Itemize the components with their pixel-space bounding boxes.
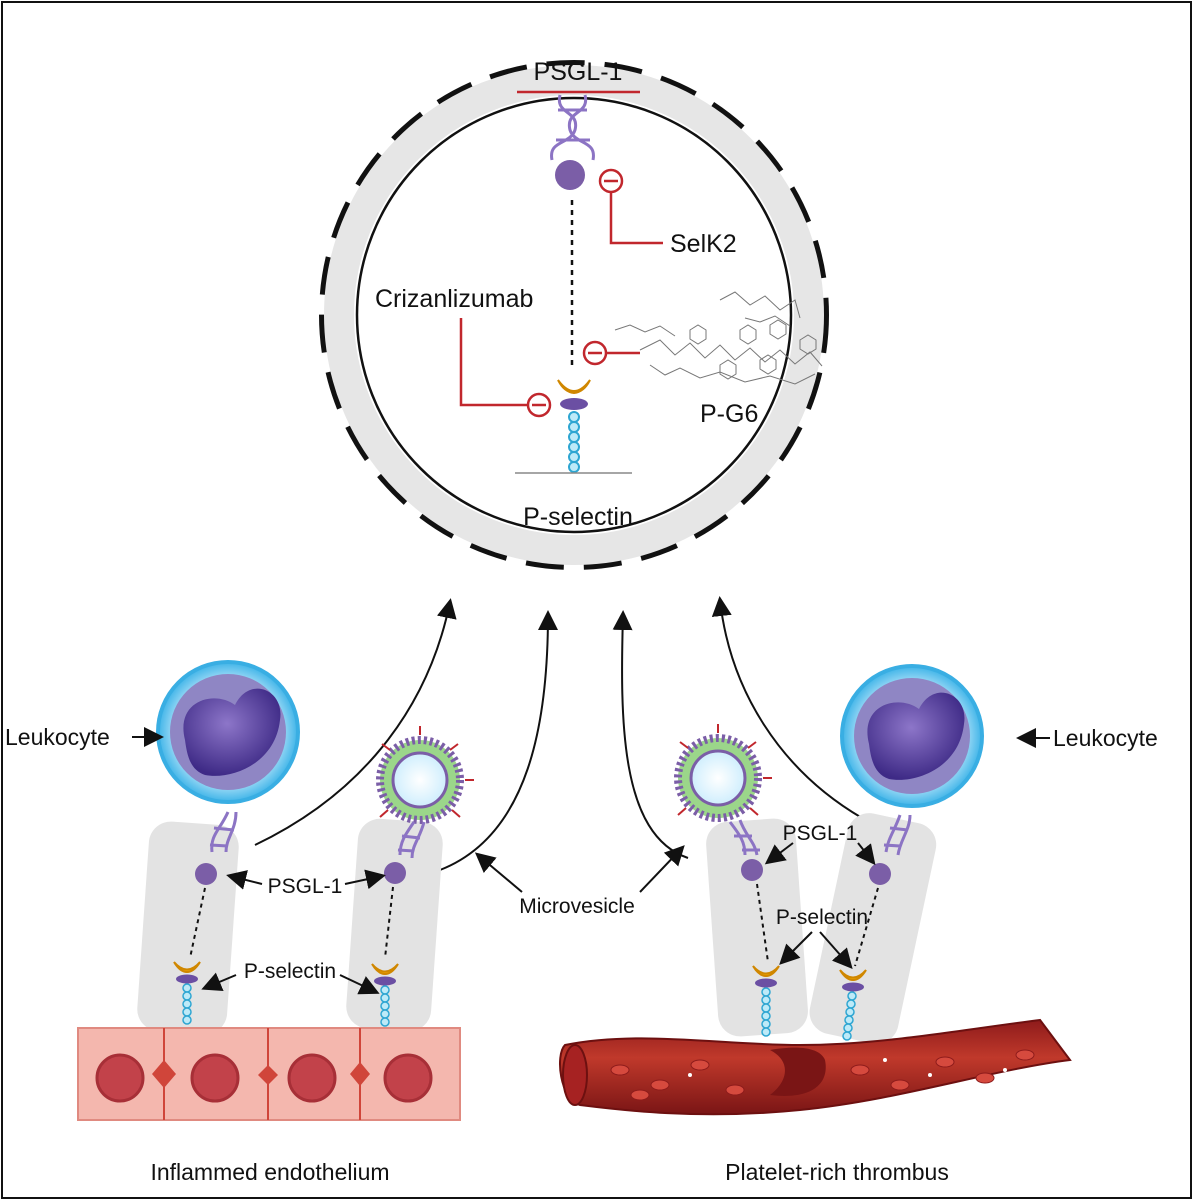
right-psgl1-head-1 xyxy=(741,859,763,881)
endothelial-nucleus xyxy=(287,1053,337,1103)
left-column-bg-2 xyxy=(346,818,443,1032)
pselectin-stalk xyxy=(568,411,580,473)
endothelial-nucleus xyxy=(95,1053,145,1103)
right-column-bg-1 xyxy=(706,818,808,1037)
zoom-pselectin-label: P-selectin xyxy=(523,503,633,531)
zoom-crizanlizumab-label: Crizanlizumab xyxy=(375,285,533,313)
right-pselectin-label: P-selectin xyxy=(776,906,868,929)
left-pselectin-egf-2 xyxy=(374,976,396,986)
blood-vessel xyxy=(559,1018,1072,1116)
zoom-pg6-label: P-G6 xyxy=(700,400,758,428)
endothelium xyxy=(77,1027,461,1121)
zoom-inner-circle xyxy=(355,96,793,534)
left-pselectin-lectin-1 xyxy=(173,961,201,974)
right-pselectin-egf-1 xyxy=(755,978,777,988)
left-pselectin-stalk-1 xyxy=(182,983,192,1025)
left-psgl1-label: PSGL-1 xyxy=(268,875,343,898)
left-panel: Leukocyte PSGL-1 P-selectin Inflammed en… xyxy=(5,660,474,1185)
left-pselectin-label: P-selectin xyxy=(244,960,336,983)
right-pselectin-lectin-2 xyxy=(839,969,867,982)
right-psgl1-head-2 xyxy=(869,863,891,885)
right-pselectin-stalk-2 xyxy=(842,991,857,1041)
right-caption: Platelet-rich thrombus xyxy=(725,1159,949,1185)
arrow-right-vesicle xyxy=(612,610,689,859)
psgl1-head xyxy=(555,160,585,190)
center-labels: Microvesicle xyxy=(474,845,685,918)
zoom-inset: PSGL-1 SelK2 Crizanlizumab P-G6 P-select… xyxy=(319,58,829,570)
right-column-bg-2 xyxy=(809,813,937,1044)
left-microvesicle xyxy=(376,726,474,824)
left-leukocyte-psgl1 xyxy=(209,811,238,853)
right-label-arrows xyxy=(764,728,1050,969)
right-psgl1-label: PSGL-1 xyxy=(783,822,858,845)
endothelial-nucleus xyxy=(383,1053,433,1103)
left-pselectin-lectin-2 xyxy=(371,963,399,976)
arrow-right-leukocyte xyxy=(711,596,863,819)
arrow-left-vesicle xyxy=(439,610,558,871)
selk2-inhibitor xyxy=(598,168,663,245)
left-label-arrows xyxy=(132,727,386,995)
left-binding-dotted-2 xyxy=(384,886,394,959)
right-leukocyte-label: Leukocyte xyxy=(1053,725,1158,751)
left-leukocyte-label: Leukocyte xyxy=(5,724,110,750)
microvesicle-label: Microvesicle xyxy=(519,895,635,918)
pselectin-egf-domain xyxy=(560,398,588,410)
zoom-arrows xyxy=(254,596,863,871)
right-pselectin-lectin-1 xyxy=(752,965,780,978)
left-vesicle-psgl1 xyxy=(397,821,426,859)
arrow-left-leukocyte xyxy=(254,598,457,846)
right-leukocyte-psgl1 xyxy=(883,814,912,856)
right-binding-dotted-1 xyxy=(756,883,769,963)
left-binding-dotted-1 xyxy=(189,887,206,959)
right-panel: Leukocyte PSGL-1 P-selectin Platelet-ric… xyxy=(559,664,1158,1185)
right-pselectin-egf-2 xyxy=(842,982,864,992)
pselectin-lectin-domain xyxy=(557,379,591,395)
right-microvesicle xyxy=(674,724,772,822)
left-pselectin-egf-1 xyxy=(176,974,198,984)
zoom-psgl1-label: PSGL-1 xyxy=(534,58,623,86)
right-pselectin-stalk-1 xyxy=(761,987,771,1037)
left-pselectin-stalk-2 xyxy=(380,985,390,1027)
right-binding-dotted-2 xyxy=(854,887,879,967)
left-psgl1-head-2 xyxy=(384,862,406,884)
zoom-gray-ring xyxy=(324,65,824,565)
crizanlizumab-inhibitor xyxy=(459,318,552,418)
right-leukocyte xyxy=(840,664,984,808)
psgl1-molecule xyxy=(550,94,595,161)
left-caption: Inflammed endothelium xyxy=(150,1159,389,1185)
pg6-structure-icon xyxy=(614,291,823,385)
left-psgl1-head-1 xyxy=(195,863,217,885)
zoom-selk2-label: SelK2 xyxy=(670,230,737,258)
thrombus-clot xyxy=(770,1047,826,1096)
left-leukocyte xyxy=(156,660,300,804)
right-vesicle-psgl1 xyxy=(728,819,760,856)
pg6-inhibitor xyxy=(582,340,640,366)
endothelial-nucleus xyxy=(190,1053,240,1103)
zoom-dashed-ring xyxy=(319,60,829,570)
